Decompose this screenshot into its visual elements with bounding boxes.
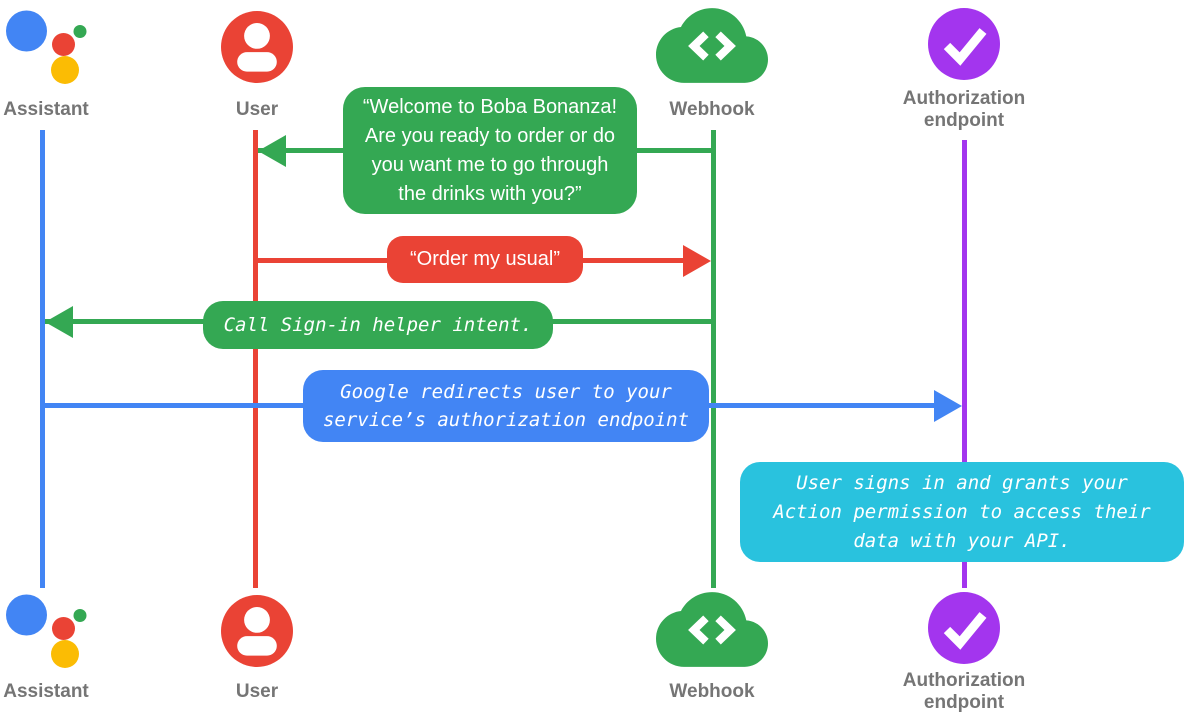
order-arrowhead <box>683 245 711 277</box>
auth-check-icon <box>928 8 1000 80</box>
grant-note-bubble: User signs in and grants your Action per… <box>740 462 1184 562</box>
assistant-label: Assistant <box>3 99 89 120</box>
webhook-cloud-icon <box>656 8 768 83</box>
auth-endpoint-label-bottom: Authorization endpoint <box>899 670 1029 714</box>
assistant-lifeline <box>40 130 45 588</box>
user-label-bottom: User <box>235 681 279 702</box>
redirect-arrowhead <box>934 390 962 422</box>
auth-endpoint-label: Authorization endpoint <box>899 88 1029 132</box>
redirect-bubble: Google redirects user to your service’s … <box>303 370 709 442</box>
auth-endpoint-label-bottom-line2: endpoint <box>923 692 1005 713</box>
auth-endpoint-label-line2: endpoint <box>923 110 1005 131</box>
auth-endpoint-label-line1: Authorization <box>902 88 1026 109</box>
auth-endpoint-lifeline <box>962 140 967 588</box>
welcome-arrowhead <box>258 135 286 167</box>
assistant-label-bottom: Assistant <box>3 681 89 702</box>
user-icon <box>221 11 293 83</box>
order-message-bubble: “Order my usual” <box>387 236 583 283</box>
user-label: User <box>235 99 279 120</box>
user-lifeline <box>253 130 258 588</box>
webhook-label: Webhook <box>669 99 755 120</box>
webhook-label-bottom: Webhook <box>669 681 755 702</box>
user-icon-bottom <box>221 595 293 667</box>
webhook-cloud-icon-bottom <box>656 592 768 667</box>
google-assistant-icon-bottom <box>6 594 87 668</box>
webhook-lifeline <box>711 130 716 588</box>
signin-arrowhead <box>45 306 73 338</box>
welcome-message-bubble: “Welcome to Boba Bonanza! Are you ready … <box>343 87 637 214</box>
auth-endpoint-label-bottom-line1: Authorization <box>902 670 1026 691</box>
google-assistant-icon <box>6 10 87 84</box>
auth-check-icon-bottom <box>928 592 1000 664</box>
signin-intent-bubble: Call Sign-in helper intent. <box>203 301 553 349</box>
